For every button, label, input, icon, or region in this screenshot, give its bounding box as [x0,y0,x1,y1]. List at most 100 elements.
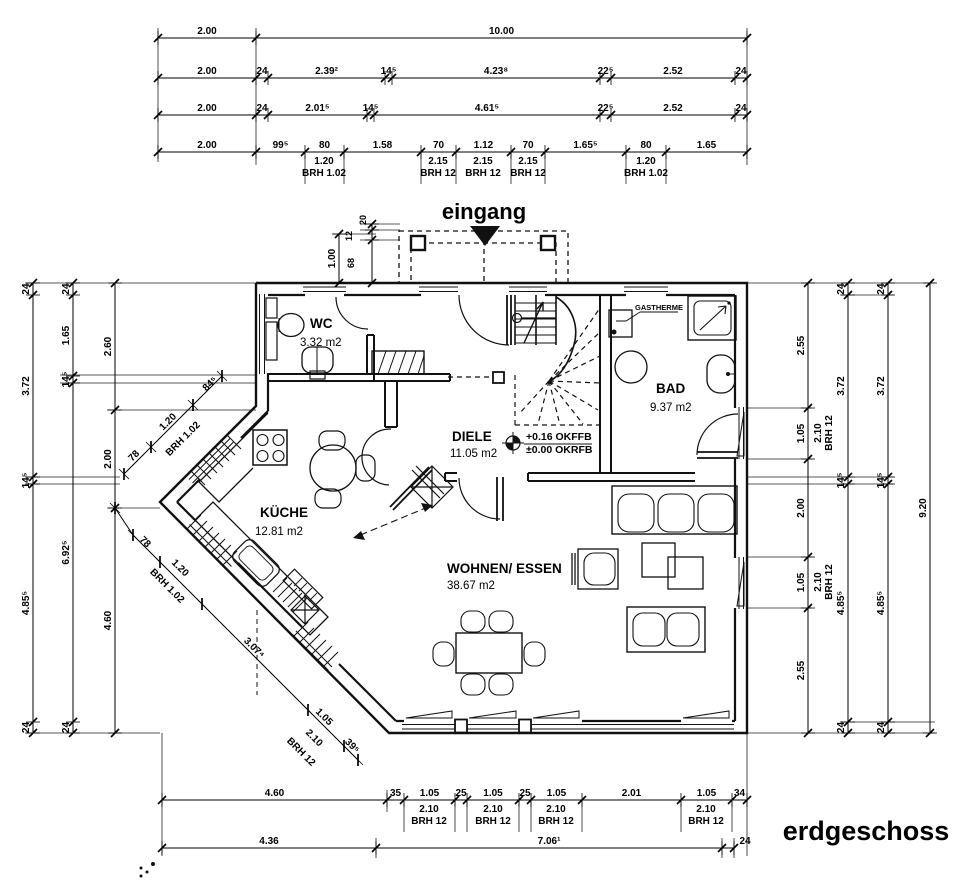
window-label: 2.10 [813,423,824,443]
window-label: BRH 12 [475,816,511,827]
dim-label: 24 [61,283,72,295]
dim-chain-top-row-1 [153,31,752,45]
dim-chain-porch-a [365,219,379,288]
dim-label: 1.05 [697,788,717,799]
dim-label: 4.61⁵ [475,103,499,114]
staircase [448,295,604,426]
window-label: 2.10 [696,804,716,815]
dim-chain-bottom-row-1 [157,793,752,807]
dim-label: 99⁵ [273,140,289,151]
dim-label: 2.39² [315,66,338,77]
dim-label: 1.05 [547,788,567,799]
window-label: BRH 12 [510,168,546,179]
living-room-furniture [432,485,738,696]
dim-label: 22⁵ [598,103,614,114]
dim-label: 3.72 [836,376,847,396]
dim-chain-left-mid [66,278,80,738]
room-area-wohnen-essen: 38.67 m2 [447,580,495,592]
dim-label: 10.00 [489,26,514,37]
dim-label: 1.58 [373,140,393,151]
window-label: BRH 12 [824,564,835,600]
dim-label: 1.05 [483,788,503,799]
dim-label: 2.55 [796,335,807,355]
dim-label: 24 [876,722,887,734]
dim-label: 2.52 [663,66,683,77]
misc-marks [139,610,258,878]
window-label: BRH 12 [538,816,574,827]
room-label-wc: WC [310,316,333,331]
entrance-porch [398,226,569,284]
room-area-bad: 9.37 m2 [650,402,692,414]
corner-radiator [410,465,454,509]
wc-fixtures [265,297,334,380]
dim-label: 2.00 [197,26,217,37]
dimension-lines [26,31,937,855]
dim-chain-right-mid1 [841,278,855,738]
dim-label: 6.92⁵ [61,540,72,564]
dim-label: 14⁵ [61,371,72,387]
window-label: BRH 1.02 [302,168,346,179]
level-marker [502,432,592,454]
dim-label: 24 [21,283,32,295]
dim-label: 1.05 [420,788,440,799]
dim-label: 39⁵ [342,737,361,756]
room-area-wc: 3.32 m2 [300,337,342,349]
room-label-diele: DIELE [452,429,492,444]
dim-label: 4.85⁵ [836,591,847,615]
dim-label: 78 [137,534,153,550]
dim-label: 1.20 [157,411,179,433]
dim-label: 24 [735,103,747,114]
dim-label: 2.01 [622,788,642,799]
dim-chain-bottom-row-2 [157,841,739,855]
dim-label: 14⁵ [876,472,887,488]
dim-label: 68 [346,258,356,268]
passage-arrow [353,503,433,540]
window-label: BRH 12 [420,168,456,179]
dim-chain-right-outer [923,278,937,738]
dim-label: 2.00 [197,103,217,114]
dim-label: 24 [256,66,268,77]
dim-label: 24 [735,66,747,77]
room-label-wohnen-essen: WOHNEN/ ESSEN [447,561,562,576]
window-label: BRH 12 [688,816,724,827]
window-opening-flags [405,411,745,719]
dim-label: 1.00 [327,248,338,268]
dim-chain-porch-b [332,229,346,288]
dim-label: 4.85⁵ [876,591,887,615]
window-label: BRH 12 [824,415,835,451]
dim-label: 80 [319,140,331,151]
dim-label: 3.72 [876,376,887,396]
gastherme-label: GASTHERME [635,303,683,312]
dim-chain-diag-lower [109,502,364,766]
dim-label: 3.72 [21,376,32,396]
dim-chain-diag-upper [118,370,228,480]
dim-label: 2.55 [796,660,807,680]
kitchen-fixtures [194,412,376,636]
dim-label: 70 [522,140,534,151]
dim-label: 1.05 [313,706,335,728]
dim-label: 2.52 [663,103,683,114]
dim-label: 84⁵ [201,375,220,394]
dim-chain-top-row-3 [153,108,752,122]
dim-label: 2.00 [197,140,217,151]
dim-label: 2.00 [103,449,114,469]
dim-label: 24 [21,722,32,734]
entrance-arrow [470,226,500,246]
dim-chain-right-mid2 [881,278,895,738]
dim-label: 1.65 [61,325,72,345]
window-label: 2.15 [428,156,448,167]
dim-label: 24 [836,722,847,734]
window-label: BRH 1.02 [624,168,668,179]
dim-label: 4.85⁵ [21,591,32,615]
dim-label: 12 [344,231,354,241]
dim-label: 24 [876,283,887,295]
dim-label: 22⁵ [598,66,614,77]
dim-label: 2.60 [103,336,114,356]
dim-label: 14⁵ [363,103,379,114]
dim-label: 70 [433,140,445,151]
dim-label: 4.23⁸ [484,66,508,77]
dim-label: 35 [390,788,402,799]
dim-label: 25 [519,788,531,799]
dim-label: 1.05 [796,572,807,592]
dim-label: 80 [640,140,652,151]
